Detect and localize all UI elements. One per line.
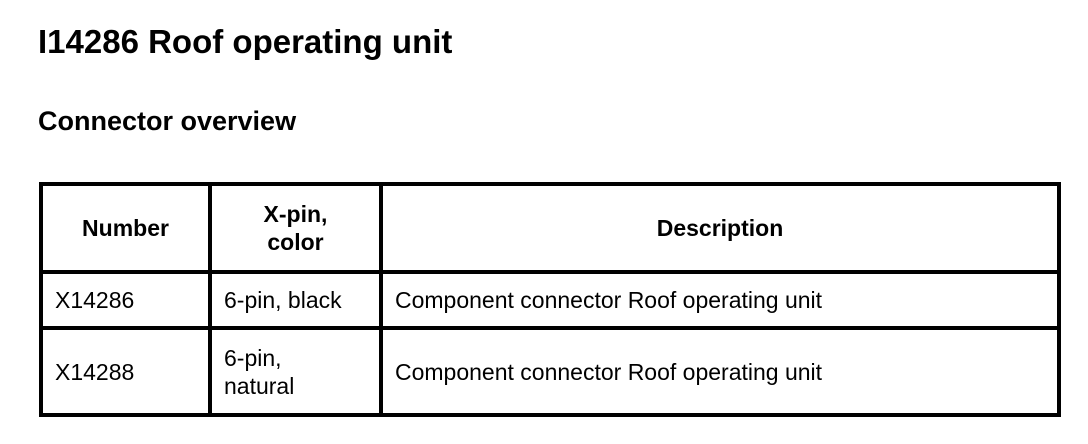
table-header-row: Number X-pin, color Description	[39, 182, 1061, 274]
column-header-xpin-color: X-pin, color	[208, 182, 383, 274]
section-heading-connector-overview: Connector overview	[38, 106, 297, 136]
cell-description: Component connector Roof operating unit	[379, 326, 1061, 417]
cell-number: X14286	[39, 270, 212, 330]
cell-xpin-color: 6-pin, natural	[208, 326, 383, 417]
cell-description: Component connector Roof operating unit	[379, 270, 1061, 330]
column-header-number: Number	[39, 182, 212, 274]
table-row: X14286 6-pin, black Component connector …	[39, 270, 1061, 330]
table-row: X14288 6-pin, natural Component connecto…	[39, 326, 1061, 417]
connector-overview-table: Number X-pin, color Description X14286 6…	[39, 182, 1061, 417]
cell-number: X14288	[39, 326, 212, 417]
cell-xpin-color: 6-pin, black	[208, 270, 383, 330]
page-title: I14286 Roof operating unit	[38, 23, 453, 60]
column-header-description: Description	[379, 182, 1061, 274]
